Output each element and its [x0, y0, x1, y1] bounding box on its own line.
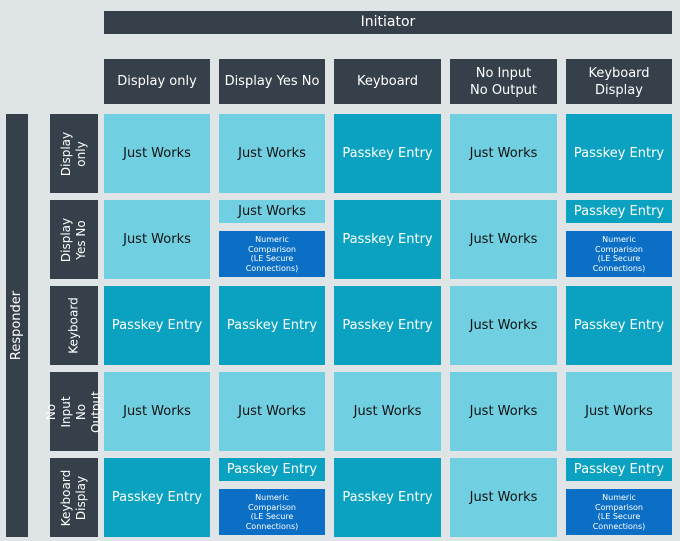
cell-r4-c4: Just Works [450, 372, 557, 451]
row-header-no-input-no-output: No Input No Output [44, 372, 103, 451]
cell-r2-c5-passkey-entry: Passkey Entry [566, 200, 672, 223]
column-header-no-input-no-output: No Input No Output [450, 59, 557, 104]
cell-r1-c4: Just Works [450, 114, 557, 193]
row-header-display-yes-no: Display Yes No [50, 200, 98, 279]
column-header-keyboard: Keyboard [334, 59, 441, 104]
cell-r3-c2: Passkey Entry [219, 286, 325, 365]
cell-r4-c3: Just Works [334, 372, 441, 451]
cell-r2-c4: Just Works [450, 200, 557, 279]
cell-r2-c3: Passkey Entry [334, 200, 441, 279]
cell-r5-c4: Just Works [450, 458, 557, 537]
cell-r3-c3: Passkey Entry [334, 286, 441, 365]
cell-r2-c2-numeric-comparison: Numeric Comparison (LE Secure Connection… [219, 231, 325, 277]
cell-r1-c5: Passkey Entry [566, 114, 672, 193]
responder-label: Responder [9, 290, 25, 361]
cell-r1-c1: Just Works [104, 114, 210, 193]
cell-r4-c5: Just Works [566, 372, 672, 451]
cell-r4-c2: Just Works [219, 372, 325, 451]
cell-r5-c2-passkey-entry: Passkey Entry [219, 458, 325, 481]
initiator-header: Initiator [104, 11, 672, 34]
column-header-keyboard-display: Keyboard Display [566, 59, 672, 104]
responder-header: Responder [6, 114, 28, 537]
column-header-display-only: Display only [104, 59, 210, 104]
cell-r5-c5-passkey-entry: Passkey Entry [566, 458, 672, 481]
cell-r5-c5-numeric-comparison: Numeric Comparison (LE Secure Connection… [566, 489, 672, 535]
cell-r3-c4: Just Works [450, 286, 557, 365]
cell-r1-c2: Just Works [219, 114, 325, 193]
cell-r2-c5-numeric-comparison: Numeric Comparison (LE Secure Connection… [566, 231, 672, 277]
column-header-display-yes-no: Display Yes No [219, 59, 325, 104]
cell-r5-c3: Passkey Entry [334, 458, 441, 537]
row-header-keyboard: Keyboard [50, 286, 98, 365]
row-header-display-only: Display only [50, 114, 98, 193]
cell-r1-c3: Passkey Entry [334, 114, 441, 193]
initiator-label: Initiator [360, 14, 416, 30]
row-header-keyboard-display: Keyboard Display [50, 458, 98, 537]
cell-r4-c1: Just Works [104, 372, 210, 451]
cell-r2-c1: Just Works [104, 200, 210, 279]
cell-r3-c5: Passkey Entry [566, 286, 672, 365]
cell-r5-c2-numeric-comparison: Numeric Comparison (LE Secure Connection… [219, 489, 325, 535]
cell-r5-c1: Passkey Entry [104, 458, 210, 537]
cell-r3-c1: Passkey Entry [104, 286, 210, 365]
cell-r2-c2-just-works: Just Works [219, 200, 325, 223]
